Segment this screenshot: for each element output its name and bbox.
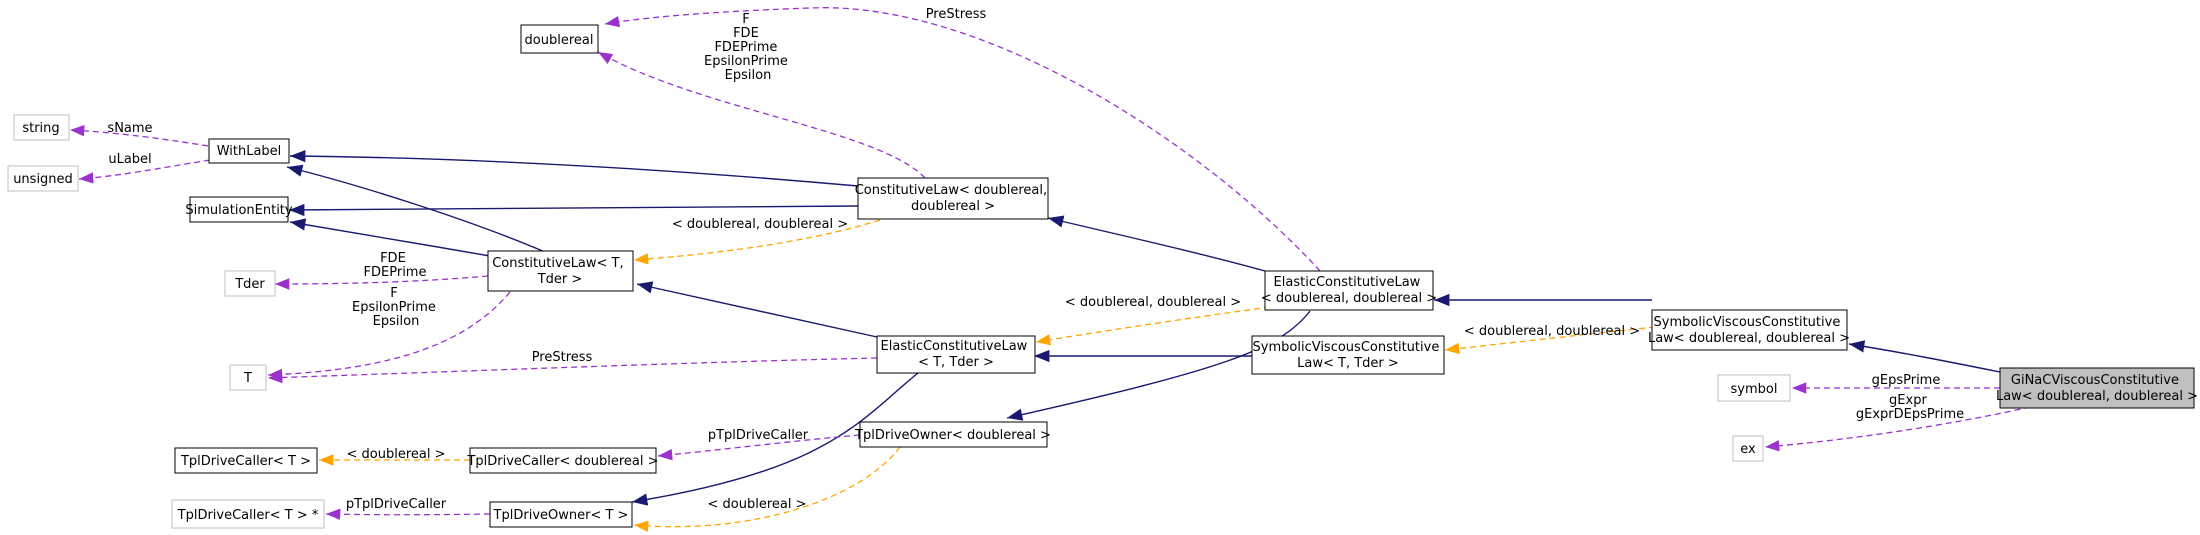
- svg-text:ConstitutiveLaw< doublereal,: ConstitutiveLaw< doublereal, doublereal …: [855, 183, 1052, 214]
- svg-text:SymbolicViscousConstitutive: SymbolicViscousConstitutive Law< T, Tder…: [1253, 340, 1444, 371]
- svg-text:GiNaCViscousConstitutive: GiNaCViscousConstitutive Law< doublereal…: [1996, 373, 2198, 404]
- node-withlabel[interactable]: WithLabel: [208, 138, 290, 164]
- svg-text:string: string: [22, 121, 59, 136]
- node-ex[interactable]: ex: [1732, 435, 1764, 462]
- svg-text:ConstitutiveLaw< T, Td: ConstitutiveLaw< T, Tder >: [492, 256, 628, 287]
- node-doublereal[interactable]: doublereal: [520, 24, 599, 54]
- edge-ginac-to-ex: [1764, 406, 2031, 452]
- node-tder[interactable]: Tder: [224, 270, 276, 297]
- svg-text:T: T: [243, 371, 252, 386]
- svg-text:TplDriveCaller< doublereal >: TplDriveCaller< doublereal >: [466, 454, 658, 469]
- svg-text:SimulationEntity: SimulationEntity: [185, 203, 293, 218]
- label-tdc-template: < doublereal >: [347, 447, 446, 462]
- label-gepsprime: gEpsPrime: [1872, 373, 1941, 388]
- edge-ecl-dd-to-tdo-d: [1006, 310, 1311, 421]
- node-elasticconstitutivelaw-dd[interactable]: ElasticConstitutiveLaw < doublereal, dou…: [1261, 270, 1437, 311]
- edge-cl-dd-to-simulationentity: [288, 203, 859, 217]
- label-fde-members: FDE FDEPrime: [364, 251, 427, 280]
- edge-cl-t-fde-to-tder: [274, 275, 489, 290]
- edge-cl-dd-to-doublereal: [597, 51, 926, 179]
- node-symbolicviscous-t[interactable]: SymbolicViscousConstitutive Law< T, Tder…: [1251, 335, 1445, 375]
- label-ecl-template: < doublereal, doublereal >: [1065, 295, 1241, 310]
- label-ptpl-d: pTplDriveCaller: [708, 428, 809, 443]
- edge-cl-dd-to-cl-t: [633, 219, 881, 265]
- edge-ecl-t-to-cl-t: [636, 281, 878, 338]
- label-prestress-t: PreStress: [532, 350, 593, 365]
- svg-text:TplDriveOwner< T >: TplDriveOwner< T >: [493, 508, 629, 523]
- edge-cl-t-eps-to-t: [267, 291, 511, 381]
- usage-edges: [69, 7, 2031, 520]
- label-ptpl-t: pTplDriveCaller: [346, 497, 447, 512]
- node-ginac-viscous-dd[interactable]: GiNaCViscousConstitutive Law< doublereal…: [1996, 367, 2198, 409]
- node-t[interactable]: T: [229, 364, 267, 391]
- label-cl-template: < doublereal, doublereal >: [672, 217, 848, 232]
- node-symbol[interactable]: symbol: [1717, 374, 1791, 402]
- label-tdo-template: < doublereal >: [708, 497, 807, 512]
- edge-cl-dd-to-withlabel: [289, 149, 859, 187]
- edge-ecl-t-to-tdo-t: [631, 372, 919, 506]
- node-symbolicviscous-dd[interactable]: SymbolicViscousConstitutive Law< doubler…: [1648, 309, 1850, 351]
- label-t-members: F EpsilonPrime Epsilon: [352, 286, 440, 329]
- node-constitutivelaw-dd[interactable]: ConstitutiveLaw< doublereal, doublereal …: [855, 177, 1052, 220]
- svg-text:SymbolicViscousConstitutive: SymbolicViscousConstitutive Law< doubler…: [1648, 315, 1850, 346]
- edge-tdo-d-to-tdo-t: [633, 446, 901, 532]
- node-tpldriveowner-t[interactable]: TplDriveOwner< T >: [489, 501, 633, 528]
- edge-ecl-dd-to-cl-dd: [1047, 215, 1266, 272]
- node-tpldrivecaller-ptr[interactable]: TplDriveCaller< T > *: [171, 499, 325, 529]
- edge-tdo-t-to-tdc-ptr: [325, 508, 491, 520]
- svg-text:TplDriveCaller< T >: TplDriveCaller< T >: [180, 454, 311, 469]
- svg-text:Tder: Tder: [234, 277, 265, 292]
- edge-ecl-dd-to-ecl-t: [1035, 306, 1271, 346]
- node-unsigned[interactable]: unsigned: [7, 165, 79, 192]
- node-tpldrivecaller-t[interactable]: TplDriveCaller< T >: [174, 447, 318, 474]
- template-edges: [319, 219, 1656, 532]
- label-sname: sName: [107, 121, 152, 136]
- edge-ginac-to-svcl-dd: [1848, 340, 2001, 373]
- svg-text:WithLabel: WithLabel: [217, 144, 282, 159]
- nodes: doublereal string unsigned WithLabel Sim…: [7, 24, 2198, 529]
- edge-cl-t-to-simulationentity: [289, 218, 491, 257]
- edge-prestress-to-doublereal: [604, 7, 1321, 272]
- svg-text:ex: ex: [1740, 442, 1756, 457]
- edge-labels: PreStress F FDE FDEPrime EpsilonPrime Ep…: [107, 7, 1964, 512]
- label-ulabel: uLabel: [108, 152, 151, 167]
- edge-ecl-t-prestress-to-t: [267, 357, 878, 384]
- edge-tdo-d-to-tdc-d: [657, 434, 861, 461]
- label-prestress-top: PreStress: [926, 7, 987, 22]
- edge-cl-t-to-withlabel: [286, 164, 546, 253]
- edge-svcl-dd-to-svcl-t: [1444, 326, 1656, 355]
- node-constitutivelaw-t[interactable]: ConstitutiveLaw< T, Tder >: [487, 250, 634, 292]
- node-tpldriveowner-d[interactable]: TplDriveOwner< doublereal >: [854, 421, 1051, 448]
- label-doublereal-members: F FDE FDEPrime EpsilonPrime Epsilon: [704, 12, 792, 83]
- svg-text:ElasticConstitutiveLaw: ElasticConstitutiveLaw < doublereal, dou…: [1261, 275, 1437, 306]
- label-gexpr-members: gExpr gExprDEpsPrime: [1856, 393, 1964, 422]
- node-string[interactable]: string: [13, 114, 70, 141]
- svg-text:TplDriveCaller< T > *: TplDriveCaller< T > *: [177, 508, 319, 523]
- svg-text:symbol: symbol: [1731, 382, 1778, 397]
- label-svcl-template: < doublereal, doublereal >: [1464, 324, 1640, 339]
- svg-text:unsigned: unsigned: [13, 172, 73, 187]
- svg-text:doublereal: doublereal: [525, 33, 594, 48]
- node-elasticconstitutivelaw-t[interactable]: ElasticConstitutiveLaw < T, Tder >: [876, 335, 1036, 374]
- svg-text:ElasticConstitutiveLaw: ElasticConstitutiveLaw < T, Tder >: [881, 339, 1032, 370]
- svg-text:TplDriveOwner< doublereal >: TplDriveOwner< doublereal >: [854, 428, 1051, 443]
- edge-withlabel-sname-to-string: [69, 125, 209, 147]
- node-tpldrivecaller-d[interactable]: TplDriveCaller< doublereal >: [466, 447, 659, 474]
- node-simulationentity[interactable]: SimulationEntity: [185, 196, 293, 223]
- inheritance-edges: [286, 149, 2001, 506]
